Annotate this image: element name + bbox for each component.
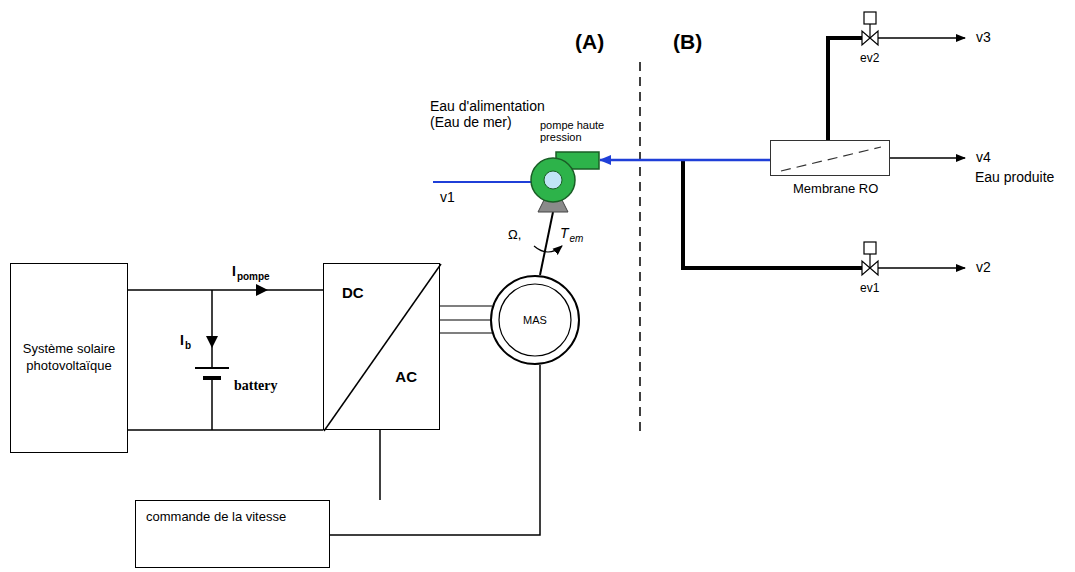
node-shape (324, 264, 441, 431)
motor-inner (499, 284, 571, 356)
motor-phase (440, 319, 491, 321)
node-text: AC (395, 368, 417, 385)
pump-eye (544, 171, 562, 189)
separation-line (639, 62, 641, 435)
membrane-box: Membrane RO (770, 140, 890, 176)
wire (128, 429, 323, 431)
zone-label: (A) (575, 30, 604, 53)
zone-label: (B) (673, 30, 702, 53)
node-text: MAS (523, 314, 547, 326)
rotation-arrow (534, 246, 562, 252)
current-symbol: I (180, 333, 184, 348)
node-text: Système solaire photovoltaïque (19, 341, 119, 375)
torque-subscript: em (570, 233, 584, 244)
outlet-line (878, 37, 965, 39)
valve-name: ev2 (860, 52, 879, 65)
motor-outer (491, 276, 579, 364)
flow-name: v1 (440, 190, 455, 205)
battery-label: battery (234, 378, 278, 393)
pressurised-pipe (600, 159, 770, 162)
speed-symbol: Ω, (508, 228, 521, 242)
outlet-line (890, 157, 965, 159)
converter-diagonal (324, 264, 441, 431)
speed-control-box: commande de la vitesse (135, 500, 330, 568)
product-label: Eau produite (975, 170, 1054, 185)
wire (211, 378, 213, 430)
valve-name: ev1 (860, 282, 879, 295)
node-text: commande de la vitesse (146, 509, 319, 526)
membrane-line (781, 147, 881, 171)
pump-casing (531, 158, 575, 202)
bypass-pipe (683, 161, 862, 268)
pump: pompe haute pression (526, 150, 600, 214)
control-signal-wire (379, 430, 381, 500)
flow-name: v2 (976, 260, 991, 275)
wire (211, 290, 213, 368)
battery-plate (195, 367, 229, 369)
dc-bus-wire (128, 289, 323, 291)
reject-pipe (828, 38, 862, 140)
current-symbol: I (232, 264, 236, 279)
motor-phase (440, 332, 492, 334)
node-text: Membrane RO (793, 181, 878, 196)
battery-plate (203, 376, 221, 380)
flow-name: v3 (976, 30, 991, 45)
motor-shaft (540, 212, 553, 275)
current-arrow (206, 336, 218, 348)
feed-label: Eau d'alimentation (Eau de mer) (430, 98, 560, 130)
motor-circle: MAS (490, 275, 580, 365)
node-shape (771, 141, 891, 177)
flow-name: v4 (976, 150, 991, 165)
current-subscript: b (185, 340, 191, 351)
torque-symbol: T (560, 226, 569, 241)
node-text: DC (342, 284, 364, 301)
motor-phase (440, 305, 492, 307)
outlet-line (878, 267, 965, 269)
valve-symbol (862, 12, 878, 45)
current-subscript: pompe (237, 271, 270, 282)
node-shape (526, 150, 600, 214)
converter-box: DC AC (323, 263, 440, 430)
pv-system-box: Système solaire photovoltaïque (10, 263, 128, 453)
valve-symbol (862, 242, 878, 275)
node-text: pompe haute pression (540, 119, 618, 144)
feed-pipe (433, 181, 531, 183)
